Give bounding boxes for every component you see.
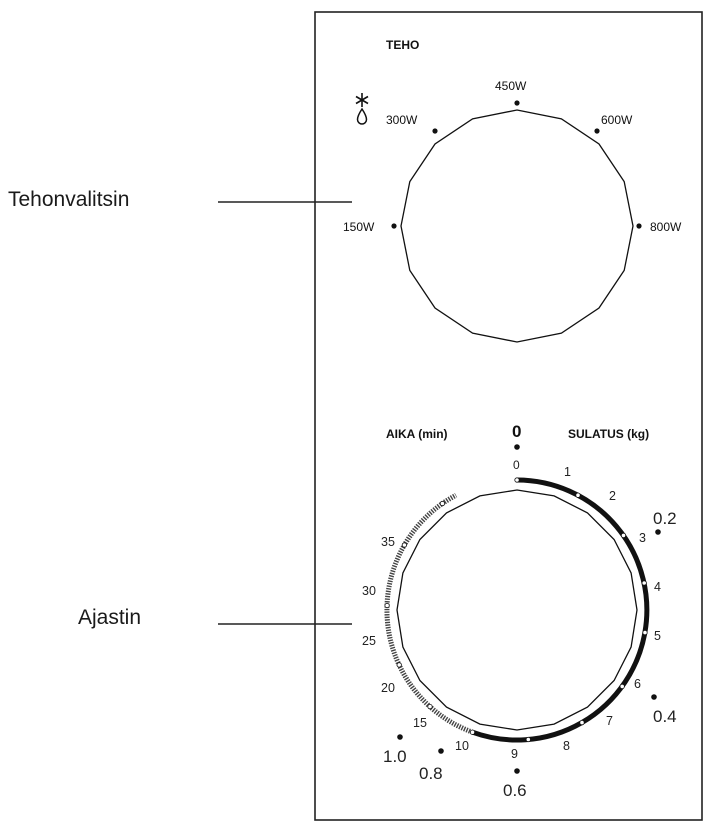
- timer-tick-12: [401, 542, 407, 548]
- timer-tick-0: [514, 477, 520, 483]
- timer-tick-13: [439, 500, 445, 507]
- power-label-800w: 800W: [650, 220, 682, 234]
- power-label-600w: 600W: [601, 113, 633, 127]
- timer-tick-5: [619, 683, 625, 690]
- timer-label-5: 5: [654, 629, 661, 643]
- weight-label-0-2: 0.2: [653, 509, 677, 528]
- weight-label-0-4: 0.4: [653, 707, 677, 726]
- weight-dot-0-2: [655, 529, 661, 535]
- timer-tick-2: [620, 532, 627, 539]
- weight-dot-0-8: [438, 748, 444, 754]
- weight-label-0-8: 0.8: [419, 764, 443, 783]
- weight-dot-0-4: [651, 694, 657, 700]
- timer-callout: Ajastin: [78, 606, 141, 629]
- weight-dot-0-6: [514, 768, 520, 774]
- power-dial-face[interactable]: [400, 109, 634, 343]
- timer-tick-9: [427, 703, 433, 710]
- power-label-300w: 300W: [386, 113, 418, 127]
- weight-label-0-6: 0.6: [503, 781, 527, 800]
- power-label-450w: 450W: [495, 79, 527, 93]
- power-dot-450w: [514, 100, 520, 106]
- timer-start-zero: 0: [513, 458, 520, 472]
- timer-label-9: 9: [511, 747, 518, 761]
- timer-tick-marks: [384, 477, 648, 743]
- control-panel-frame: [314, 11, 703, 821]
- timer-tick-3: [641, 580, 647, 586]
- timer-label-7: 7: [606, 714, 613, 728]
- power-label-150w: 150W: [343, 220, 375, 234]
- timer-label-8: 8: [563, 739, 570, 753]
- timer-coarse-scale-band: [471, 477, 650, 743]
- timer-label-20: 20: [381, 681, 395, 695]
- timer-label-4: 4: [654, 580, 661, 594]
- timer-fine-scale-band: [384, 492, 474, 735]
- timer-tick-10: [396, 662, 402, 668]
- timer-top-zero-dot: [514, 444, 520, 450]
- timer-label-30: 30: [362, 584, 376, 598]
- timer-tick-7: [525, 736, 531, 743]
- weight-label-1-0: 1.0: [383, 747, 407, 766]
- timer-tick-11: [384, 602, 390, 609]
- timer-label-1: 1: [564, 465, 571, 479]
- timer-label-10: 10: [455, 739, 469, 753]
- timer-top-zero: 0: [512, 422, 521, 441]
- weight-dot-1-0: [397, 734, 403, 740]
- timer-tick-8: [469, 729, 476, 735]
- timer-label-2: 2: [609, 489, 616, 503]
- timer-label-35: 35: [381, 535, 395, 549]
- timer-label-25: 25: [362, 634, 376, 648]
- snowflake-drop-icon: [355, 93, 369, 125]
- timer-knob[interactable]: AIKA (min) SULATUS (kg) 0 0 1 2 3 4 5 6 …: [362, 422, 677, 800]
- timer-label-6: 6: [634, 677, 641, 691]
- power-dot-300w: [432, 128, 438, 134]
- power-dot-800w: [636, 223, 642, 229]
- timer-defrost-title: SULATUS (kg): [568, 427, 649, 441]
- timer-tick-4: [642, 629, 648, 636]
- timer-tick-6: [579, 719, 585, 726]
- power-selector-callout: Tehonvalitsin: [8, 188, 129, 211]
- timer-dial-face[interactable]: [396, 489, 638, 731]
- power-knob-title: TEHO: [386, 38, 419, 52]
- power-knob[interactable]: TEHO 150W 300W 450W 600W 800W: [343, 38, 682, 343]
- power-dot-600w: [594, 128, 600, 134]
- power-dot-150w: [391, 223, 397, 229]
- timer-label-3: 3: [639, 531, 646, 545]
- timer-tick-1: [575, 492, 581, 498]
- timer-time-title: AIKA (min): [386, 427, 448, 441]
- timer-label-15: 15: [413, 716, 427, 730]
